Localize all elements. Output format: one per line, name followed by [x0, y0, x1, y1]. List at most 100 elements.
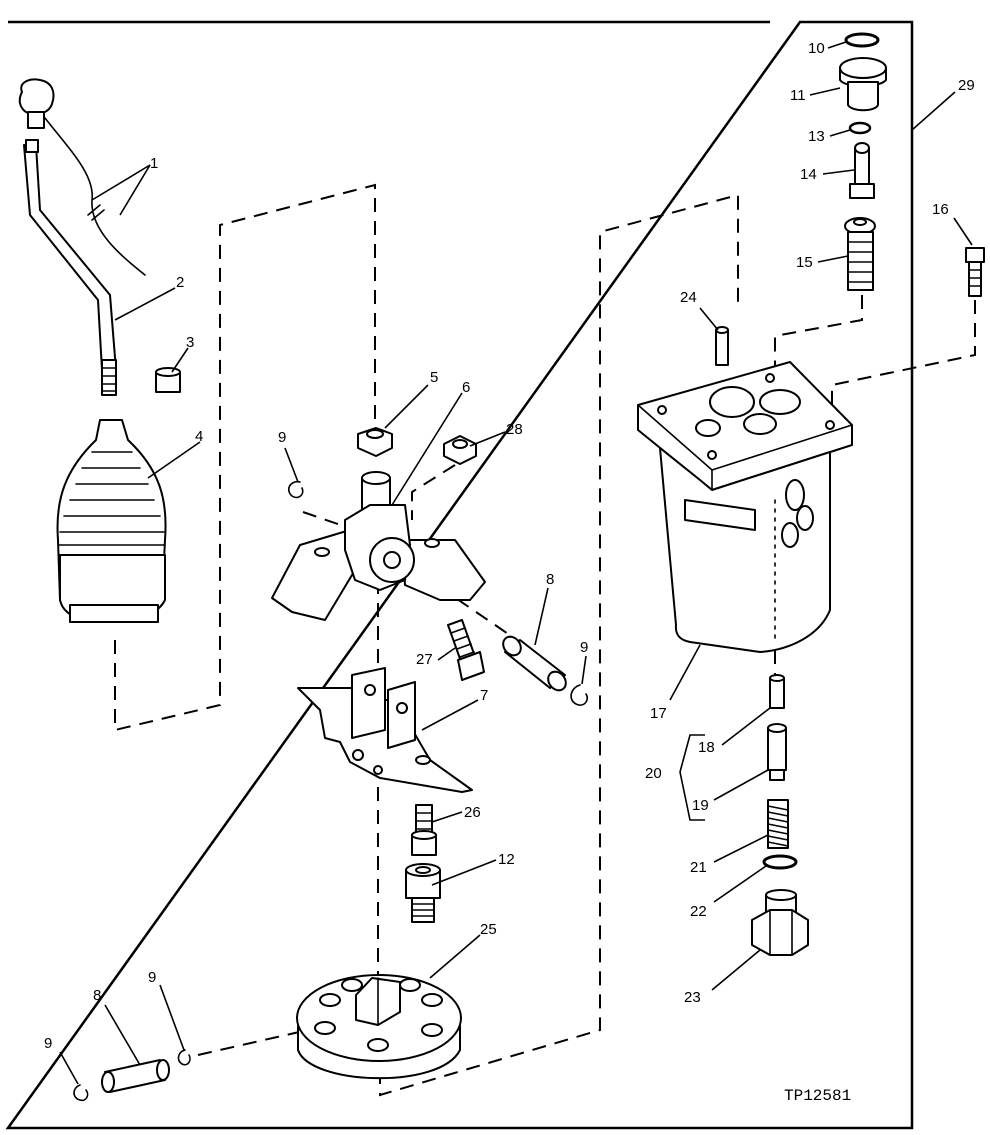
callout-12: 12 — [498, 851, 515, 868]
callout-13: 13 — [808, 128, 825, 145]
assembly-line-boot — [114, 183, 376, 732]
lever-bracket — [297, 667, 473, 793]
cap-screw-12 — [405, 863, 441, 923]
base-plate — [296, 974, 462, 1080]
lever-knob — [18, 78, 55, 116]
callout-5: 5 — [430, 369, 438, 386]
gimbal-housing — [271, 471, 486, 621]
snap-ring-lower-left — [73, 1084, 89, 1102]
leader-4 — [147, 441, 201, 479]
housing-right-arm — [401, 539, 486, 601]
callout-11: 11 — [790, 87, 806, 104]
leader-9a — [284, 447, 299, 483]
o-ring-13 — [848, 121, 872, 135]
plunger-14 — [849, 142, 875, 199]
valve-body — [637, 361, 853, 653]
pivot-pin-upper — [502, 635, 567, 692]
spring-21 — [767, 799, 789, 849]
dowel-pin-24 — [715, 326, 729, 366]
leader-2 — [114, 287, 176, 321]
callout-28: 28 — [506, 421, 523, 438]
guide-15 — [844, 217, 876, 291]
callout-1: 1 — [150, 155, 158, 172]
snap-ring-lower-mid — [177, 1049, 191, 1066]
bracket-right-ear — [387, 681, 416, 749]
housing-left-arm — [271, 529, 356, 621]
leader-14 — [822, 169, 855, 175]
leader-8a — [534, 587, 549, 646]
callout-22: 22 — [690, 903, 707, 920]
leader-10 — [827, 41, 847, 49]
lever-shaft — [23, 144, 117, 371]
leader-9b — [581, 655, 587, 685]
spool-19 — [767, 723, 787, 781]
o-ring-22 — [762, 854, 798, 870]
leader-25 — [429, 934, 481, 979]
callout-8-upper: 8 — [546, 571, 554, 588]
pin-18 — [769, 674, 785, 709]
callout-21: 21 — [690, 859, 707, 876]
boot-ribs — [57, 451, 166, 546]
cap-screw-26 — [411, 804, 437, 856]
leader-19 — [713, 769, 769, 801]
valve-housing — [659, 447, 831, 653]
assembly-line-base — [379, 193, 739, 1097]
callout-10: 10 — [808, 40, 825, 57]
leader-9c — [159, 984, 185, 1051]
leader-15 — [817, 255, 849, 263]
lever-thread-marks — [101, 367, 117, 392]
lever-wire-break — [87, 204, 105, 221]
callout-7: 7 — [480, 687, 488, 704]
lever-threaded-end — [101, 359, 117, 396]
callout-14: 14 — [800, 166, 817, 183]
assembly-line-nut-28 — [411, 464, 456, 520]
leader-22 — [713, 865, 767, 903]
bushing-11 — [839, 57, 887, 112]
callout-4: 4 — [195, 428, 203, 445]
leader-17 — [669, 644, 701, 701]
cap-screw-27 — [447, 619, 485, 681]
leader-20-bracket — [679, 734, 705, 821]
callout-9-right: 9 — [580, 639, 588, 656]
leader-24 — [699, 307, 719, 331]
leader-21 — [713, 834, 769, 863]
callout-27: 27 — [416, 651, 433, 668]
callout-3: 3 — [186, 334, 194, 351]
cap-screw-16 — [965, 247, 985, 297]
pivot-pin-lower — [101, 1059, 170, 1093]
o-ring-10 — [844, 32, 880, 48]
callout-8-lower: 8 — [93, 987, 101, 1004]
leader-13 — [829, 129, 851, 137]
boot-bottom-ring — [69, 604, 159, 623]
leader-11 — [809, 87, 841, 96]
callout-26: 26 — [464, 804, 481, 821]
leader-12 — [431, 859, 497, 886]
callout-25: 25 — [480, 921, 497, 938]
fitting-23 — [751, 889, 809, 956]
callout-24: 24 — [680, 289, 697, 306]
leader-3 — [171, 347, 189, 373]
callout-23: 23 — [684, 989, 701, 1006]
callout-16: 16 — [932, 201, 949, 218]
callout-20: 20 — [645, 765, 662, 782]
callout-9-lower-left: 9 — [44, 1035, 52, 1052]
leader-16 — [953, 217, 973, 246]
leader-18 — [721, 707, 771, 746]
leader-6 — [391, 392, 463, 506]
control-lever — [18, 78, 146, 396]
bracket-left-ear — [351, 667, 386, 739]
leader-8b — [104, 1004, 141, 1066]
leader-27 — [437, 647, 456, 661]
lock-nut — [155, 367, 181, 393]
lever-top-collar — [25, 139, 39, 153]
leader-23 — [711, 949, 761, 991]
lever-knob-neck — [27, 111, 45, 129]
callout-2: 2 — [176, 274, 184, 291]
nut-5 — [357, 427, 393, 457]
callout-15: 15 — [796, 254, 813, 271]
leader-29 — [911, 91, 956, 131]
assembly-line-bracket — [302, 511, 356, 531]
callout-6: 6 — [462, 379, 470, 396]
frame-border — [5, 20, 914, 1130]
